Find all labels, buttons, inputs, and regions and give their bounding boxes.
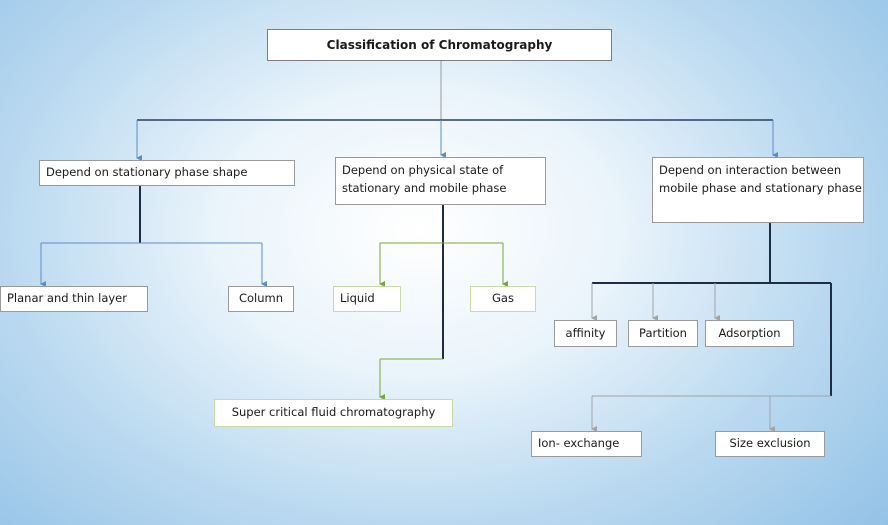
diagram-title: Classification of Chromatography bbox=[267, 29, 612, 61]
leaf-gas: Gas bbox=[470, 286, 536, 312]
category-stationary-phase-shape: Depend on stationary phase shape bbox=[39, 160, 295, 186]
leaf-size-exclusion: Size exclusion bbox=[715, 431, 825, 457]
category-physical-state: Depend on physical state of stationary a… bbox=[335, 157, 546, 205]
category-interaction: Depend on interaction between mobile pha… bbox=[652, 157, 864, 223]
leaf-liquid: Liquid bbox=[333, 286, 401, 312]
leaf-supercritical-fluid: Super critical fluid chromatography bbox=[214, 399, 453, 427]
leaf-column: Column bbox=[228, 286, 294, 312]
leaf-planar-thin-layer: Planar and thin layer bbox=[0, 286, 148, 312]
leaf-ion-exchange: Ion- exchange bbox=[531, 431, 642, 457]
leaf-adsorption: Adsorption bbox=[705, 320, 794, 347]
leaf-partition: Partition bbox=[628, 320, 698, 347]
leaf-affinity: affinity bbox=[554, 320, 617, 347]
